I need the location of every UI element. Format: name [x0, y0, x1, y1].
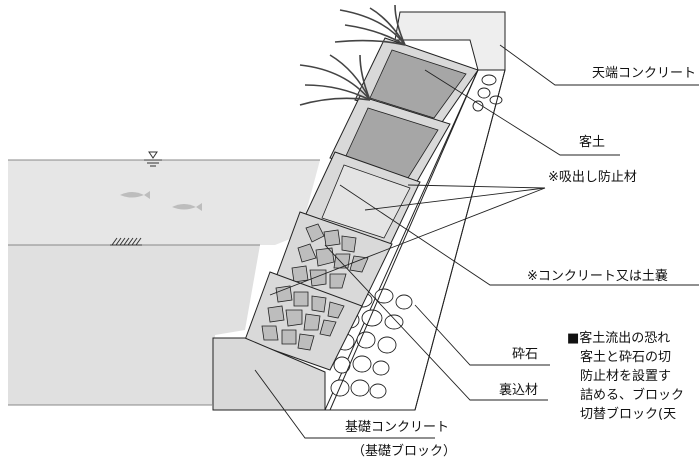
slope-line-front [329, 69, 479, 411]
fish-icon [172, 203, 202, 211]
grass-icon [334, 4, 406, 46]
block-top-soil [369, 49, 467, 119]
label-suction-prevention: ※吸出し防止材 [548, 170, 637, 185]
label-crest-concrete: 天端コンクリート [592, 66, 697, 81]
note-line: 客土と砕石の切 [567, 350, 672, 365]
label-concrete-or-bag: ※コンクリート又は土嚢 [527, 269, 668, 284]
note-line: 防止材を設置す [567, 369, 672, 384]
water-lower-body [8, 245, 260, 405]
note-line: 切替ブロック(天 [567, 407, 677, 422]
label-backfill-soil: 客土 [579, 135, 606, 150]
label-back-fill-material: 裏込材 [499, 383, 539, 398]
label-crushed-stone: 砕石 [512, 347, 539, 362]
grass-icon [299, 54, 371, 106]
label-foundation-block: （基礎ブロック） [352, 444, 457, 459]
block-fifth-frame [244, 271, 363, 371]
riverbed-hatch-mark [110, 237, 142, 246]
label-foundation-concrete: 基礎コンクリート [345, 420, 450, 435]
foundation-concrete [212, 337, 326, 411]
leader-lines [254, 44, 699, 439]
note-line: ■客土流出の恐れ [567, 331, 671, 346]
note-line: 詰める、ブロック [567, 388, 685, 403]
water-level-mark [144, 151, 162, 167]
fish-icon [120, 191, 150, 199]
slope-line-back [414, 69, 506, 411]
block-third-fill [321, 164, 411, 239]
block-fifth-stones [261, 285, 345, 351]
water-body [8, 160, 320, 245]
explanatory-note: ■客土流出の恐れ 客土と砕石の切 防止材を設置す 詰める、ブロック 切替ブロック… [567, 329, 684, 424]
